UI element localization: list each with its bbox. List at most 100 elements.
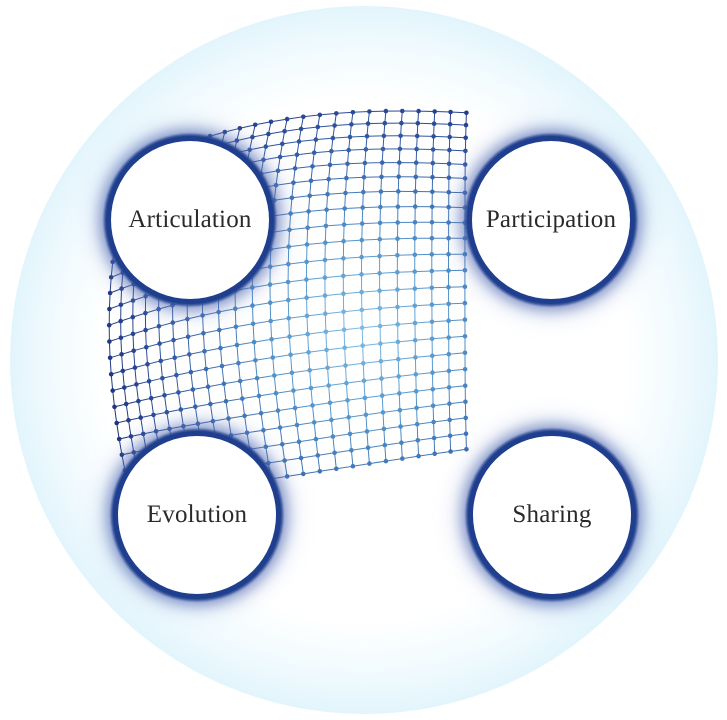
mesh-line (366, 428, 384, 432)
mesh-line (329, 163, 348, 166)
mesh-line (361, 327, 364, 346)
mesh-line (270, 118, 288, 123)
mesh-line (195, 135, 211, 141)
mesh-line (345, 362, 364, 366)
mesh-line (288, 315, 308, 319)
mesh-line (400, 442, 403, 459)
mesh-line (271, 229, 290, 233)
mesh-node (267, 282, 273, 287)
mesh-line (260, 413, 264, 431)
mesh-line (327, 365, 346, 369)
mesh-line (175, 375, 179, 393)
mesh-line (223, 383, 227, 402)
mesh-node (185, 316, 190, 322)
mesh-node (157, 341, 162, 346)
mesh-line (327, 192, 346, 195)
mesh-node (288, 211, 293, 216)
mesh-node (269, 337, 274, 342)
mesh-node (462, 205, 468, 210)
mesh-node (462, 220, 468, 226)
mesh-node (311, 420, 317, 425)
mesh-node (324, 207, 329, 212)
mesh-line (434, 111, 451, 113)
mesh-node (446, 252, 451, 257)
mesh-line (352, 111, 370, 113)
mesh-line (448, 206, 466, 209)
mesh-line (344, 223, 363, 226)
mesh-line (275, 182, 294, 186)
mesh-node (413, 372, 419, 377)
mesh-line (449, 163, 466, 165)
mesh-line (235, 305, 253, 310)
mesh-line (192, 389, 196, 407)
mesh-line (324, 225, 327, 243)
mesh-line (255, 357, 273, 361)
mesh-line (275, 390, 294, 394)
mesh-node (252, 122, 258, 128)
mesh-node (416, 453, 421, 459)
mesh-node (346, 147, 352, 153)
mesh-line (280, 154, 298, 158)
mesh-node (346, 415, 352, 420)
mesh-line (148, 381, 152, 399)
mesh-node (130, 331, 136, 337)
mesh-line (287, 473, 304, 477)
mesh-line (368, 444, 385, 449)
mesh-line (252, 133, 269, 138)
mesh-line (246, 429, 264, 434)
mesh-line (295, 165, 313, 169)
mesh-node (367, 109, 372, 114)
mesh-line (347, 400, 350, 418)
mesh-node (247, 447, 252, 452)
mesh-line (449, 385, 466, 388)
mesh-line (380, 323, 398, 327)
mesh-node (291, 388, 296, 393)
mesh-node (359, 272, 364, 277)
mesh-line (448, 302, 465, 305)
mesh-line (263, 427, 281, 431)
mesh-line (220, 344, 238, 349)
mesh-line (221, 140, 237, 145)
mesh-line (292, 390, 296, 409)
mesh-line (215, 434, 232, 439)
mesh-line (192, 386, 209, 390)
mesh-line (210, 400, 227, 405)
mesh-line (332, 136, 351, 139)
mesh-line (145, 330, 147, 348)
mesh-line (380, 341, 398, 345)
mesh-node (412, 252, 418, 258)
mesh-node (462, 317, 468, 323)
mesh-node (430, 387, 436, 392)
mesh-line (108, 292, 111, 310)
mesh-line (291, 195, 310, 199)
mesh-node (334, 466, 339, 472)
mesh-line (166, 412, 170, 429)
mesh-line (288, 244, 308, 248)
mesh-node (412, 303, 418, 309)
mesh-line (257, 375, 275, 379)
mesh-line (361, 307, 380, 311)
mesh-line (312, 402, 331, 406)
mesh-node (377, 220, 383, 226)
mesh-line (397, 271, 415, 273)
mesh-node (171, 337, 176, 343)
mesh-node (432, 451, 438, 457)
mesh-line (315, 439, 319, 456)
mesh-node (361, 361, 366, 366)
mesh-line (415, 355, 433, 358)
mesh-line (296, 424, 300, 442)
mesh-line (202, 311, 219, 316)
mesh-node (446, 335, 452, 340)
mesh-node (396, 374, 402, 379)
mesh-line (121, 354, 124, 371)
mesh-node (327, 400, 333, 406)
mesh-line (288, 279, 307, 283)
mesh-node (315, 453, 321, 458)
mesh-line (308, 195, 311, 212)
mesh-line (153, 414, 157, 432)
mesh-node (447, 417, 453, 423)
mesh-node (341, 273, 346, 279)
mesh-line (287, 116, 304, 120)
mesh-node (226, 416, 231, 421)
mesh-node (234, 342, 240, 348)
